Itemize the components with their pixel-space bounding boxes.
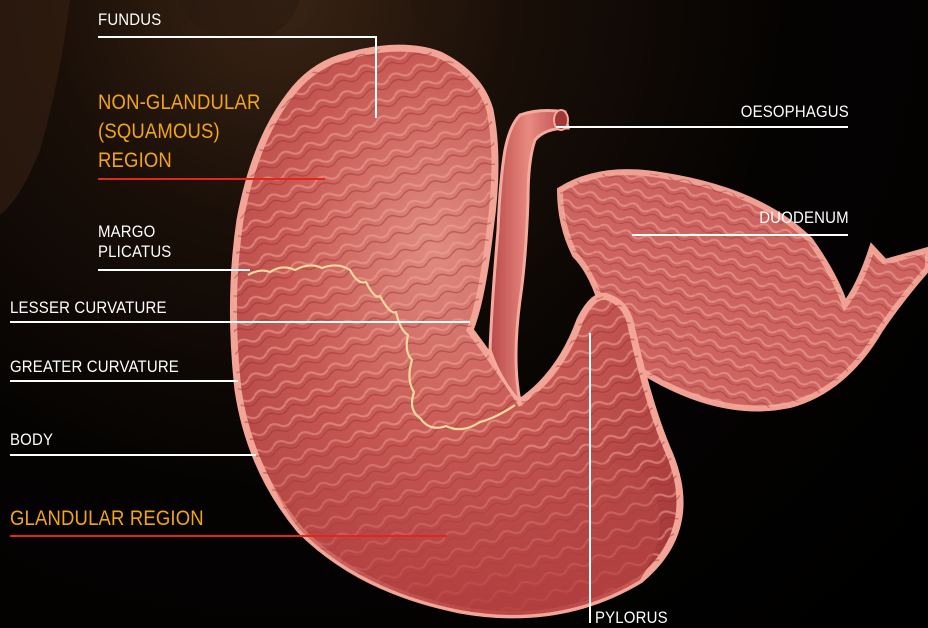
body-label: BODY — [10, 430, 53, 450]
greater-curvature-label: GREATER CURVATURE — [10, 357, 179, 377]
oesophagus-shape — [490, 110, 568, 402]
pylorus-label: PYLORUS — [595, 608, 668, 628]
fundus-label: FUNDUS — [98, 10, 161, 30]
stomach-shape — [233, 48, 680, 615]
lesser-curvature-label: LESSER CURVATURE — [10, 298, 167, 318]
oesophagus-label: OESOPHAGUS — [741, 102, 849, 122]
non-glandular-region-label: NON-GLANDULAR (SQUAMOUS) REGION — [98, 88, 260, 175]
duodenum-label: DUODENUM — [759, 208, 849, 228]
glandular-region-label: GLANDULAR REGION — [10, 504, 204, 533]
margo-plicatus-label: MARGO PLICATUS — [98, 222, 171, 262]
